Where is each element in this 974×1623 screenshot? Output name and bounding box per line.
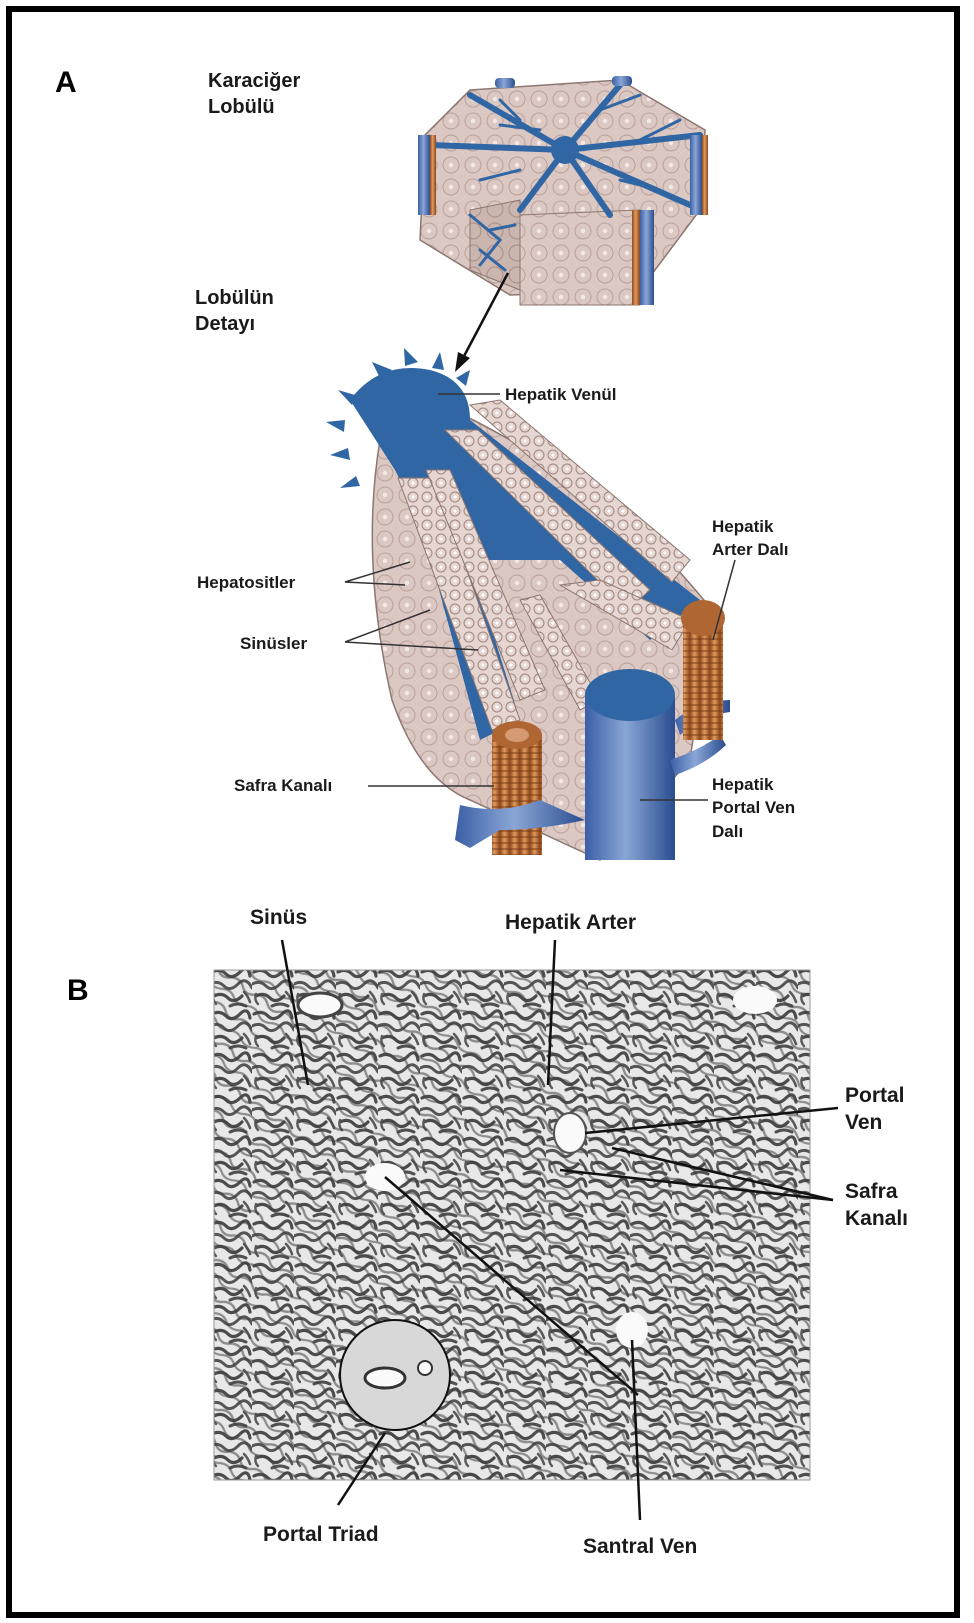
hepatic-venule-label: Hepatik Venül bbox=[505, 385, 616, 405]
detail-label-line2: Detayı bbox=[195, 313, 255, 336]
lobule-hexagon bbox=[418, 76, 708, 305]
bile-duct-label-b-1: Safra bbox=[845, 1180, 898, 1204]
portal-vein-label-1: Portal bbox=[845, 1084, 905, 1108]
sinusoids-label: Sinüsler bbox=[240, 634, 307, 654]
lobule-detail-wedge bbox=[326, 348, 730, 860]
hepatic-artery-branch-label-2: Arter Dalı bbox=[712, 540, 789, 560]
liver-micrograph bbox=[214, 970, 810, 1480]
lobule-label-line2: Lobülü bbox=[208, 96, 275, 119]
portal-vein-branch-label-2: Portal Ven bbox=[712, 798, 795, 818]
hepatic-artery-label: Hepatik Arter bbox=[505, 911, 636, 935]
bile-duct-label-b-2: Kanalı bbox=[845, 1207, 908, 1231]
portal-vein-branch-label-1: Hepatik bbox=[712, 775, 773, 795]
portal-triad-label: Portal Triad bbox=[263, 1523, 379, 1547]
sinus-label: Sinüs bbox=[250, 906, 307, 930]
bile-duct-tube bbox=[492, 721, 542, 855]
hepatocytes-label: Hepatositler bbox=[197, 573, 295, 593]
panel-a-letter: A bbox=[55, 66, 77, 101]
hepatic-artery-branch-label-1: Hepatik bbox=[712, 517, 773, 537]
bile-duct-label-a: Safra Kanalı bbox=[234, 776, 332, 796]
detail-label-line1: Lobülün bbox=[195, 287, 274, 310]
detail-arrow bbox=[455, 273, 508, 372]
portal-vein-branch-label-3: Dalı bbox=[712, 822, 743, 842]
central-vein-label: Santral Ven bbox=[583, 1535, 697, 1559]
lobule-label-line1: Karaciğer bbox=[208, 70, 300, 93]
portal-vein-label-2: Ven bbox=[845, 1111, 882, 1135]
panel-b-letter: B bbox=[67, 974, 89, 1009]
